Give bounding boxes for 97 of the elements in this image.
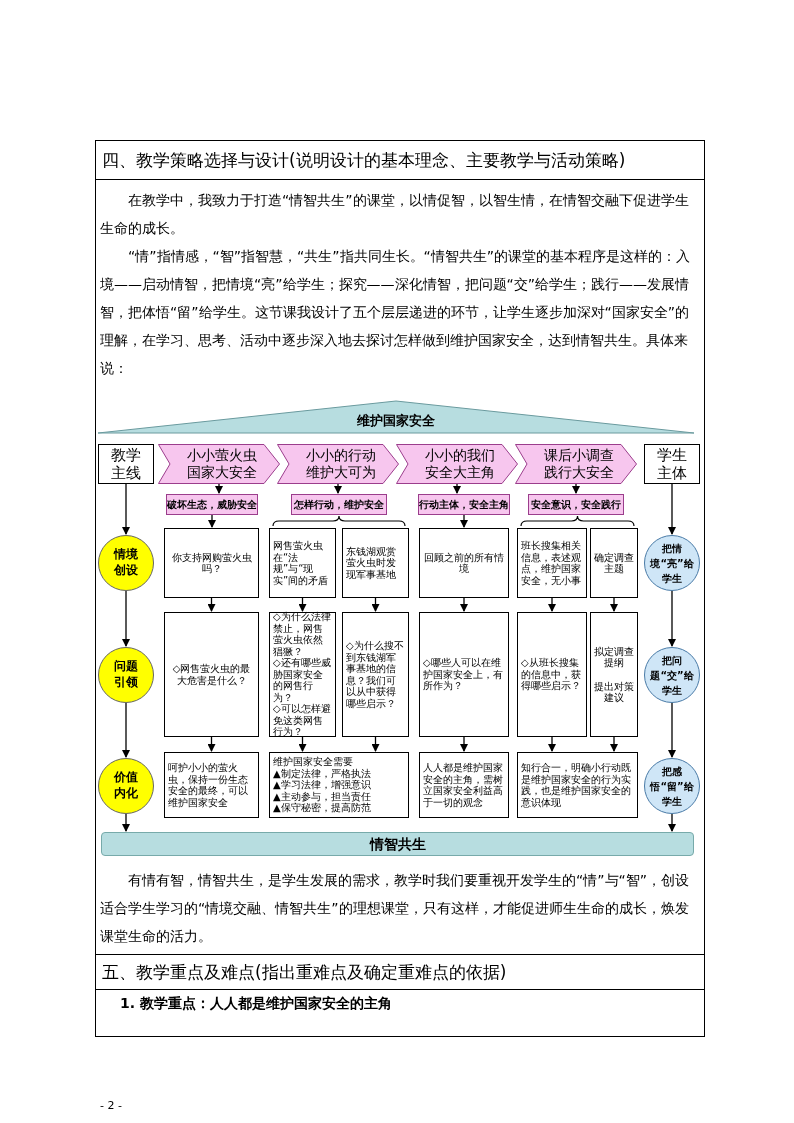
chevron-step (515, 444, 637, 484)
process-box (419, 612, 509, 737)
chevron-step (396, 444, 518, 484)
process-box (342, 612, 409, 737)
node-text: ◇网售萤火虫的最大危害是什么？ (171, 663, 252, 686)
arrow (572, 483, 580, 494)
side-box (98, 444, 154, 484)
section-heading: 四、教学策略选择与设计(说明设计的基本理念、主要教学与活动策略) (96, 141, 704, 180)
node-text: ◇还有哪些威胁国家安全的网售行为？ (273, 657, 332, 703)
node-text: ▲保守秘密，提高防范 (273, 802, 371, 814)
node-text: 情智共生 (369, 834, 426, 854)
node-text: ◇从班长搜集的信息中，获得哪些启示？ (521, 657, 582, 692)
arrow (668, 813, 676, 832)
node-text: 知行合一，明确小行动既是维护国家安全的行为实践，也是维护国家安全的意识体现 (521, 762, 632, 808)
node-text: ◇哪些人可以在维护国家安全上，有所作为？ (423, 657, 504, 692)
node-text: 网售萤火虫在“法规”与“现实”间的矛盾 (273, 540, 330, 586)
arrow (371, 597, 380, 612)
node-text: 教学主线 (110, 446, 142, 482)
node-text: 确定调查主题 (594, 551, 634, 575)
arrow (207, 736, 216, 752)
node-text: ◇可以怎样避免这类网售行为？ (273, 703, 332, 738)
node-text: 维护国家安全 (357, 412, 435, 431)
node-text: 学生主体 (656, 446, 688, 482)
node-text: 班长搜集相关信息，表述观点，维护国家安全，无小事 (521, 540, 582, 586)
foundation-band (101, 832, 694, 856)
node-text: 把情境“亮”给学生 (649, 541, 695, 586)
node-text: 情境创设 (113, 547, 139, 579)
node-text: ◇为什么搜不到东钱湖军事基地的信息？我们可以从中获得哪些启示？ (346, 640, 405, 709)
roof-triangle (98, 400, 694, 434)
node-text: 回顾之前的所有情境 (423, 551, 505, 575)
process-box (269, 612, 336, 737)
process-box (517, 752, 638, 818)
node-text: 你支持网购萤火虫吗？ (170, 551, 253, 575)
chevron-step (158, 444, 280, 484)
arrow (371, 736, 380, 752)
node-text: 小小的行动维护大可为 (305, 446, 377, 482)
arrow (460, 514, 468, 528)
process-box (269, 528, 336, 598)
node-text: 价值内化 (113, 770, 139, 802)
arrow (334, 483, 342, 494)
chevron-step (277, 444, 399, 484)
node-text: 怎样行动，维护安全 (294, 498, 384, 512)
node-text: 人人都是维护国家安全的主角，需树立国家安全利益高于一切的观念 (423, 762, 504, 808)
section-heading: 五、教学重点及难点(指出重难点及确定重难点的依据) (96, 954, 704, 989)
arrow (122, 813, 130, 832)
node-text: 行动主体，安全主角 (419, 498, 509, 512)
process-box (590, 528, 638, 598)
node-text: 把问题“交”给学生 (649, 653, 695, 698)
node-text: 把感悟“留”给学生 (648, 764, 695, 809)
process-box (342, 528, 409, 598)
paragraph: 有情有智，情智共生，是学生发展的需求，教学时我们要重视开发学生的“情”与“智”，创设适合学生学习的“情境交融、情智共生”的理想课堂，只有这样，才能促进师生生命的成长，焕发课堂生命的活力。 (100, 871, 690, 946)
arrow (668, 483, 676, 535)
arrow (208, 514, 216, 528)
arrow (460, 597, 468, 612)
arrow (460, 736, 468, 752)
arrow (207, 597, 216, 612)
subheading: 1. 教学重点：人人都是维护国家安全的主角 (96, 989, 704, 1016)
process-box (590, 612, 638, 737)
node-text: 安全意识，安全践行 (531, 498, 621, 512)
arrow (298, 597, 307, 612)
paragraph: 在教学中，我致力于打造“情智共生”的课堂，以情促智，以智生情，在情智交融下促进学生生命的成长。 (100, 191, 690, 238)
page-number: - 2 - (100, 1098, 122, 1114)
arrow (668, 590, 676, 647)
process-box (517, 612, 587, 737)
node-text: 拟定调查提纲 (594, 645, 634, 669)
process-box (419, 752, 509, 818)
arrow (610, 736, 618, 752)
arrow (548, 597, 556, 612)
node-text: 东钱湖观赏萤火虫时发现军事基地 (346, 545, 397, 581)
arrow (122, 702, 130, 758)
arrow (548, 736, 556, 752)
process-box (419, 528, 509, 598)
paragraph: “情”指情感，“智”指智慧，“共生”指共同生长。“情智共生”的课堂的基本程序是这样的：入境——启动情智，把情境“亮”给学生；探究——深化情智，把问题“交”给学生；践行——发展情智，把体悟“留”给学生。这节课我设计了五个层层递进的环节，让学生逐步加深对“国家安全”的理解，在学习、思考、活动中逐步深入地去探讨怎样做到维护国家安全，达到情智共生。具体来说： (100, 247, 692, 378)
process-box (164, 528, 259, 598)
node-text: 课后小调查践行大安全 (543, 446, 615, 482)
side-box (644, 444, 700, 484)
arrow (668, 702, 676, 758)
arrow (453, 483, 461, 494)
arrow (610, 597, 618, 612)
node-text: 问题引领 (113, 659, 139, 691)
arrow (122, 590, 130, 647)
node-text: ▲学习法律，增强意识 (273, 779, 371, 791)
node-text: 呵护小小的萤火虫，保持一份生态安全的最终，可以维护国家安全 (168, 762, 249, 808)
node-text: 小小萤火虫国家大安全 (186, 446, 258, 482)
node-text: 小小的我们安全大主角 (424, 446, 496, 482)
arrow (122, 483, 130, 535)
process-box (517, 528, 587, 598)
node-text: 破坏生态，威胁安全 (167, 498, 257, 512)
node-text: 维护国家安全需要 (273, 756, 353, 768)
node-text: 提出对策建议 (594, 680, 634, 704)
process-box (164, 612, 259, 737)
arrow (215, 483, 223, 494)
process-box (269, 752, 409, 818)
node-text: ▲主动参与，担当责任 (273, 790, 371, 803)
node-text: ▲制定法律，严格执法 (273, 767, 371, 779)
arrow (298, 736, 307, 752)
process-box (164, 752, 259, 818)
